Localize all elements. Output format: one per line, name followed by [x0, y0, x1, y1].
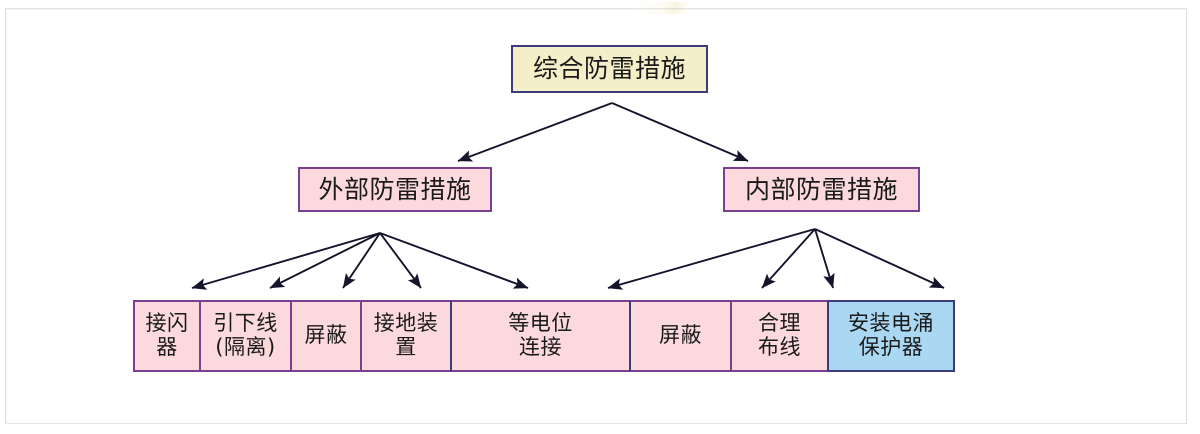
- leaf-earthing-device[interactable]: 接地装 置: [360, 300, 450, 372]
- leaf-shielding-external[interactable]: 屏蔽: [290, 300, 360, 372]
- node-branch-internal-label: 内部防雷措施: [744, 174, 898, 204]
- node-branch-external-label: 外部防雷措施: [318, 174, 472, 204]
- node-branch-internal[interactable]: 内部防雷措施: [723, 167, 920, 212]
- leaf-equipotential-bonding[interactable]: 等电位 连接: [450, 300, 629, 372]
- leaf-equipotential-bonding-label: 等电位 连接: [508, 311, 573, 359]
- leaf-shielding-internal[interactable]: 屏蔽: [629, 300, 730, 372]
- leaf-shielding-internal-label: 屏蔽: [659, 323, 702, 348]
- leaf-install-spd[interactable]: 安装电涌 保护器: [827, 300, 955, 372]
- leaf-shielding-external-label: 屏蔽: [304, 323, 348, 348]
- leaf-install-spd-label: 安装电涌 保护器: [848, 311, 934, 359]
- leaf-down-conductor-label: 引下线 (隔离): [213, 311, 278, 359]
- leaf-reasonable-wiring[interactable]: 合理 布线: [730, 300, 827, 372]
- leaf-reasonable-wiring-label: 合理 布线: [758, 311, 801, 359]
- node-root[interactable]: 综合防雷措施: [511, 45, 708, 93]
- leaf-air-termination[interactable]: 接闪 器: [133, 300, 199, 372]
- leaf-air-termination-label: 接闪 器: [145, 311, 189, 359]
- leaf-earthing-device-label: 接地装 置: [373, 311, 439, 359]
- canvas-frame-inner-edge: [6, 9, 1187, 424]
- node-root-label: 综合防雷措施: [532, 54, 686, 84]
- leaf-row: 接闪 器 引下线 (隔离) 屏蔽 接地装 置 等电位 连接: [133, 300, 955, 372]
- leaf-down-conductor[interactable]: 引下线 (隔离): [199, 300, 290, 372]
- node-branch-external[interactable]: 外部防雷措施: [298, 167, 492, 212]
